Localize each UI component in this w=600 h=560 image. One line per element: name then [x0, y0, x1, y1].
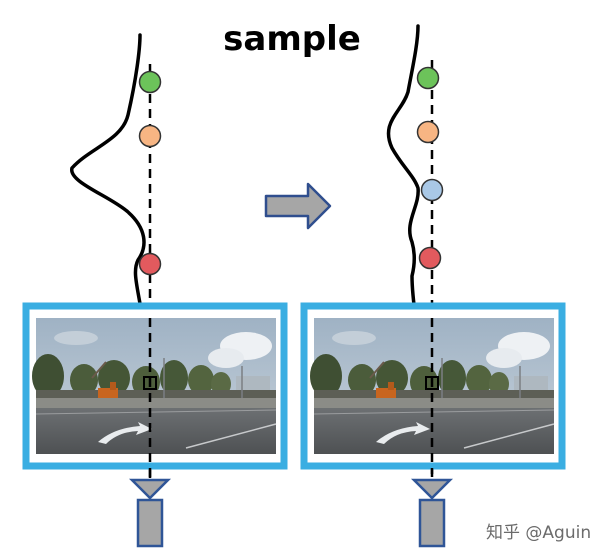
- sample-point-blue: [420, 178, 444, 202]
- camera-lens-before: [128, 478, 172, 500]
- pixel-marker-after: [425, 376, 439, 390]
- panel-before: [22, 33, 288, 548]
- street-photo-before: [31, 317, 277, 455]
- density-curve-before: [70, 33, 146, 318]
- camera-body-before: [136, 498, 164, 548]
- density-curve-after: [386, 24, 420, 322]
- pixel-marker-before: [143, 376, 157, 390]
- camera-body-after: [418, 498, 446, 548]
- sample-point-orange: [416, 120, 440, 144]
- sample-point-red: [418, 246, 442, 270]
- transition-arrow: [264, 182, 332, 230]
- title-label: sample: [223, 19, 361, 59]
- panel-after: [300, 24, 566, 548]
- sample-point-red: [138, 252, 162, 276]
- camera-lens-after: [410, 478, 454, 500]
- watermark-label: 知乎 @Aguin: [486, 523, 591, 543]
- sample-point-green: [416, 66, 440, 90]
- sample-point-orange: [138, 124, 162, 148]
- sample-point-green: [138, 70, 162, 94]
